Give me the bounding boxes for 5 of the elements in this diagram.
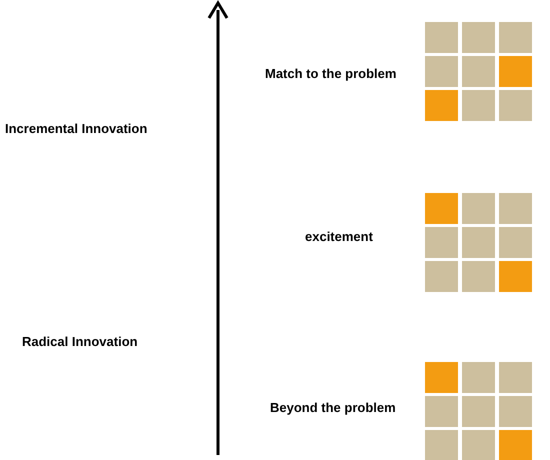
axis-label: Incremental Innovation [5,121,148,136]
axis-label: excitement [305,229,373,244]
axis-label: Match to the problem [265,66,396,81]
axis-label: Radical Innovation [22,334,138,349]
axis-label: Beyond the problem [270,400,396,415]
